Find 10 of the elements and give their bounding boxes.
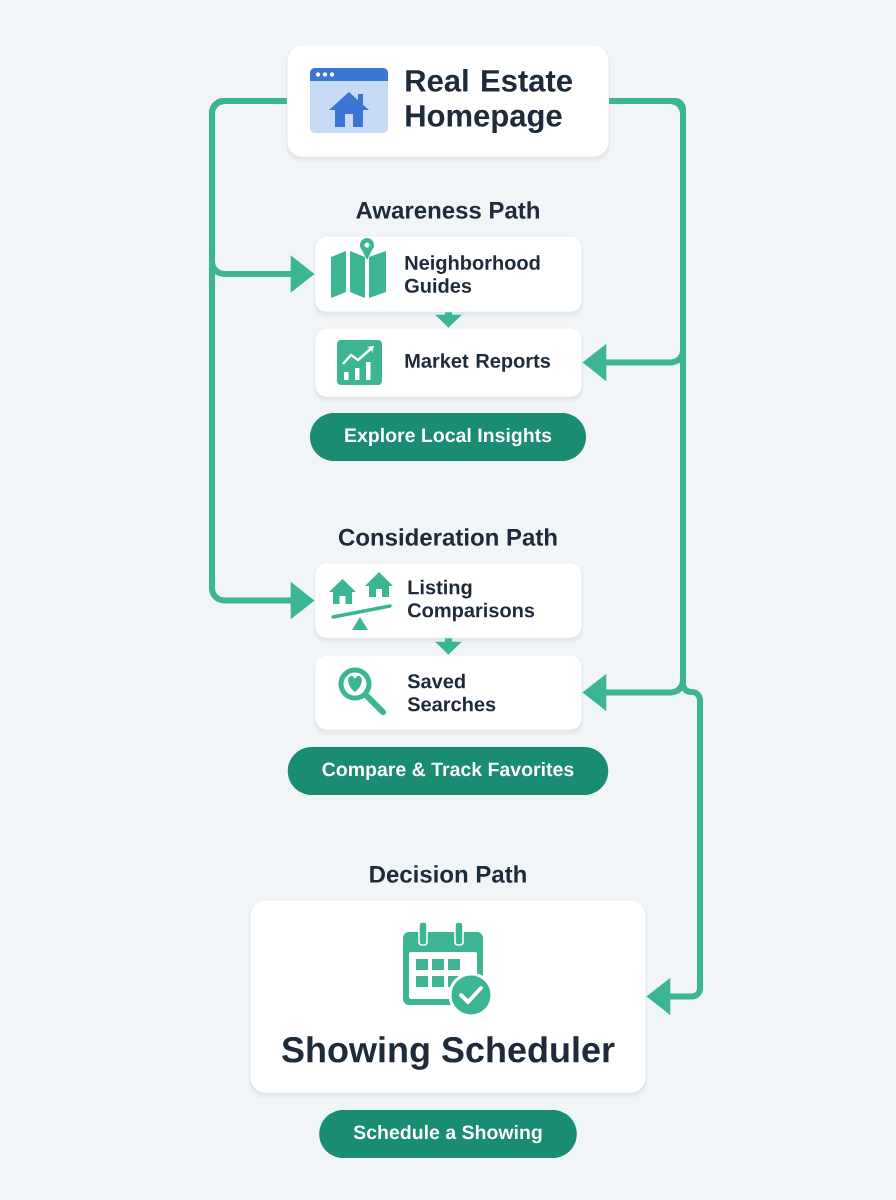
card: Listing Comparisons <box>314 562 583 643</box>
action-pill: Explore Local Insights <box>310 413 586 461</box>
card: Saved Searches <box>314 654 583 735</box>
arrow <box>609 98 703 1016</box>
action-pill: Compare & Track Favorites <box>287 747 609 795</box>
section-heading: Consideration Path <box>339 528 557 546</box>
action-pill: Schedule a Showing <box>319 1110 577 1158</box>
section-heading: Decision Path <box>370 865 526 883</box>
section-heading: Awareness Path <box>356 201 539 219</box>
card: Showing Scheduler <box>249 899 647 1098</box>
